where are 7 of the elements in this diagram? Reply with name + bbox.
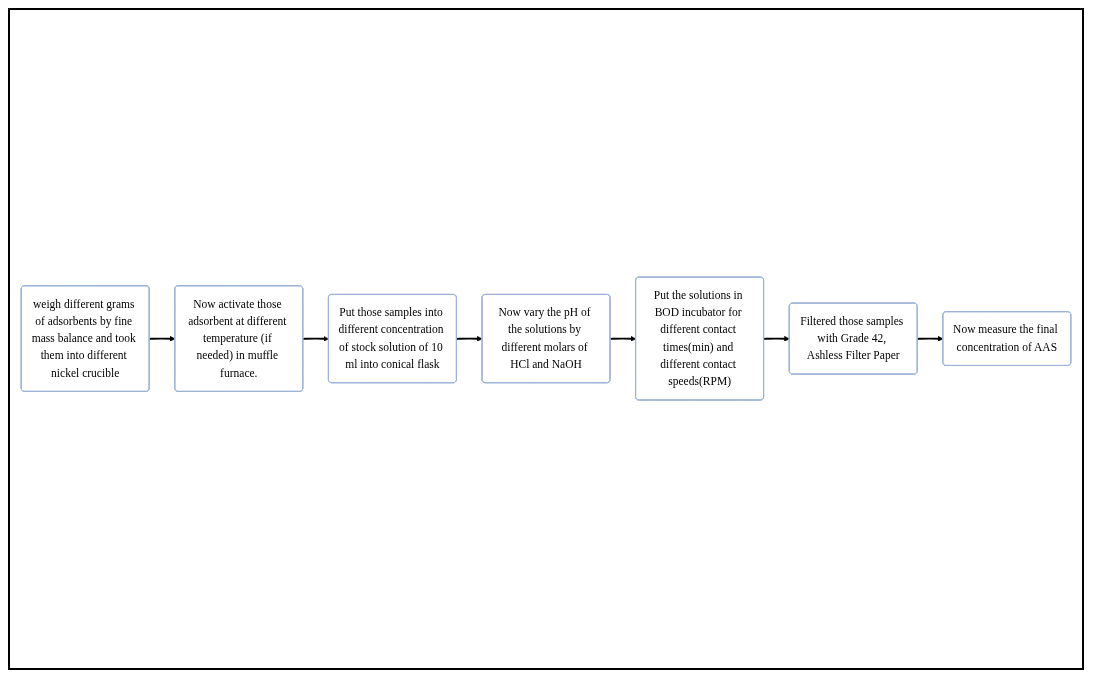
arrow: [609, 336, 637, 342]
flowchart-diagram: weigh different grams of adsorbents by fine mass balance and took them into different nickel crucible Now activate those adsorbent at different temperature (if needed) in muffle furnace. Put those samples into different concentration of stock solution of 10 ml into conical flask Now vary the pH of the solutions by different molars of HCl and NaOH Put the solutions in BOD incubator for different contact times(min) and different contact speeds(RPM) Filtered those samples with Grade 42, Ashless Filter Paper Now measure the final concentration of AAS: [16, 272, 1076, 406]
arrow: [916, 336, 944, 342]
arrow: [762, 336, 790, 342]
arrow: [455, 336, 483, 342]
arrow: [148, 336, 176, 342]
arrow: [302, 336, 329, 342]
